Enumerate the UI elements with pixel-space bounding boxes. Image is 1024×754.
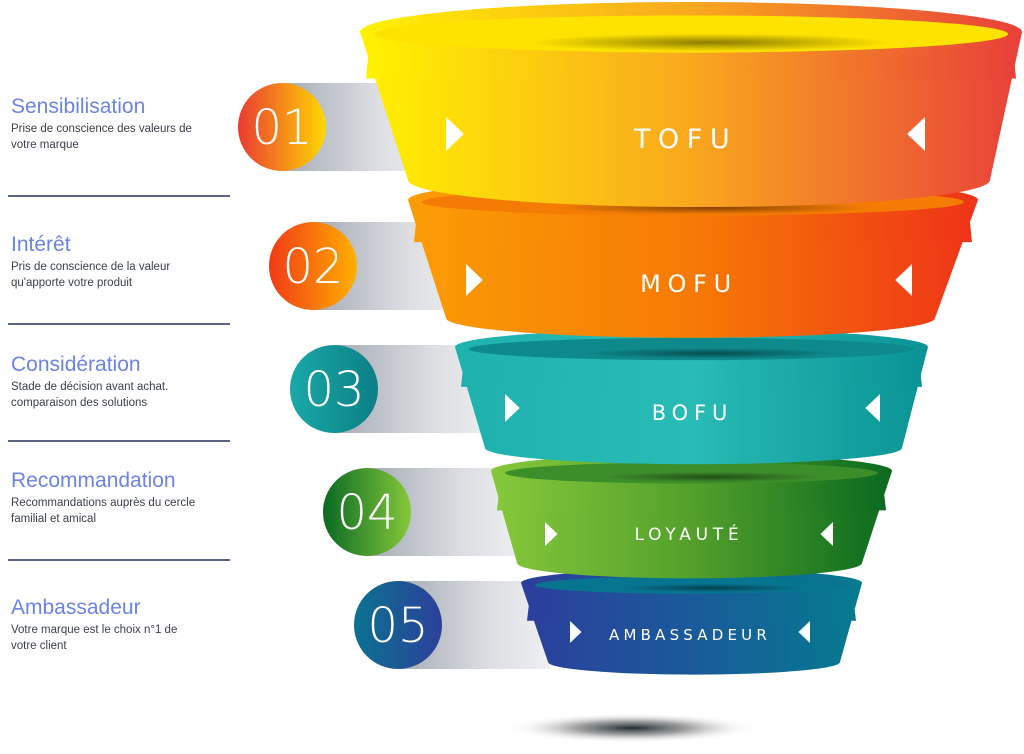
funnel-label: LOYAUTÉ — [635, 523, 744, 545]
band-front — [461, 351, 922, 387]
band-front — [497, 475, 886, 511]
divider — [8, 195, 230, 197]
divider — [8, 323, 230, 325]
band-inner-shadow — [528, 33, 894, 52]
funnel-band-2: MOFU — [408, 178, 978, 338]
stage-2-text: Intérêt Pris de conscience de la valeur … — [11, 233, 226, 291]
badge-circle — [290, 345, 378, 433]
funnel-label: MOFU — [640, 270, 738, 298]
stage-title: Ambassadeur — [11, 596, 141, 619]
stage-description: Recommandations auprès du cercle familia… — [11, 495, 226, 527]
floor-shadow — [507, 713, 757, 743]
band-body — [491, 454, 892, 579]
badge-circle — [269, 222, 357, 310]
band-body — [408, 178, 978, 338]
stage-number-badge: 02 — [269, 222, 357, 310]
funnel-label: BOFU — [652, 401, 734, 425]
stage-description-line: qu'apporte votre produit — [11, 277, 133, 289]
stage-title: Recommandation — [11, 469, 176, 492]
stage-number: 01 — [251, 100, 312, 156]
stage-description: Stade de décision avant achat. comparais… — [11, 379, 226, 411]
badge-circle — [354, 581, 442, 669]
band-body — [360, 2, 1022, 207]
triangle-right-icon — [446, 117, 464, 151]
stage-4-text: Recommandation Recommandations auprès du… — [11, 469, 226, 527]
stage-description: Votre marque est le choix n°1 de votre c… — [11, 622, 226, 654]
stage-1-text: Sensibilisation Prise de conscience des … — [11, 95, 226, 153]
triangle-left-icon — [798, 621, 810, 643]
stage-description-line: Recommandations auprès du cercle — [11, 497, 196, 509]
stage-description: Prise de conscience des valeurs de votre… — [11, 121, 226, 153]
stage-number-badge: 03 — [290, 345, 378, 433]
stage-number: 04 — [336, 485, 397, 541]
funnel-label: AMBASSADEUR — [609, 626, 771, 644]
funnel-band-1: TOFU — [360, 2, 1022, 207]
stage-3-text: Considération Stade de décision avant ac… — [11, 353, 226, 411]
triangle-right-icon — [545, 522, 558, 546]
triangle-left-icon — [820, 522, 833, 546]
stage-description-line: Prise de conscience des valeurs de — [11, 123, 192, 135]
stage-number-badge: 04 — [323, 468, 411, 556]
triangle-right-icon — [466, 264, 483, 296]
band-inner-shadow — [617, 583, 806, 593]
stage-description-line: Stade de décision avant achat. — [11, 381, 169, 393]
stage-title: Intérêt — [11, 233, 71, 256]
badge-circle — [238, 83, 326, 171]
stage-title: Considération — [11, 353, 141, 376]
stage-number: 03 — [303, 362, 364, 418]
stage-description-line: Votre marque est le choix n°1 de — [11, 624, 178, 636]
band-inner-shadow — [601, 471, 822, 483]
stage-number: 02 — [282, 239, 343, 295]
stage-5-text: Ambassadeur Votre marque est le choix n°… — [11, 596, 226, 654]
stage-number-badge: 01 — [238, 83, 326, 171]
triangle-right-icon — [505, 394, 520, 422]
funnel-band-5: AMBASSADEUR — [521, 569, 862, 675]
band-front — [366, 36, 1016, 79]
band-inner-shadow — [581, 347, 842, 359]
triangle-left-icon — [907, 117, 925, 151]
triangle-left-icon — [865, 394, 880, 422]
band-front — [414, 204, 972, 243]
stage-description: Pris de conscience de la valeur qu'appor… — [11, 259, 226, 291]
stage-number-badge: 05 — [354, 581, 442, 669]
stage-description-line: familial et amical — [11, 513, 96, 525]
stage-description-line: votre marque — [11, 139, 79, 151]
band-body — [521, 569, 862, 675]
stage-title: Sensibilisation — [11, 95, 146, 118]
triangle-right-icon — [570, 621, 582, 643]
funnel-label: TOFU — [633, 124, 737, 155]
stage-description-line: votre client — [11, 640, 67, 652]
stage-description-line: Pris de conscience de la valeur — [11, 261, 171, 273]
band-front — [527, 587, 856, 621]
badge-circle — [323, 468, 411, 556]
triangle-left-icon — [895, 264, 912, 296]
divider — [8, 559, 230, 561]
funnel-band-3: BOFU — [455, 329, 928, 465]
stage-number: 05 — [367, 598, 428, 654]
funnel-band-4: LOYAUTÉ — [491, 454, 892, 579]
divider — [8, 440, 230, 442]
stage-description-line: comparaison des solutions — [11, 397, 148, 409]
